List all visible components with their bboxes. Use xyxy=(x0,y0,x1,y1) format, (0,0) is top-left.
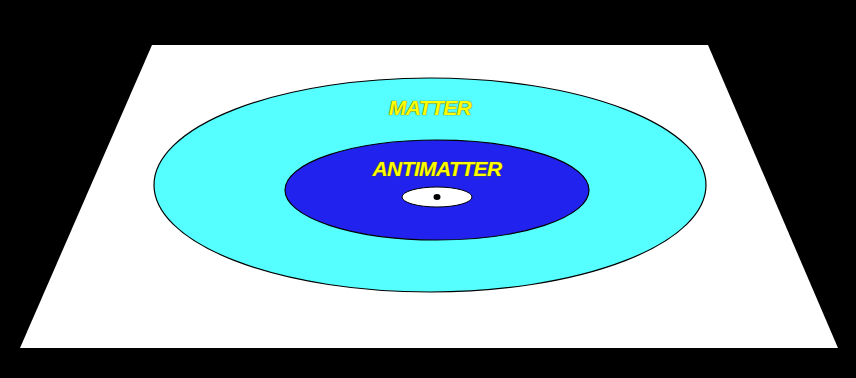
matter-region: MATTER ANTIMATTER xyxy=(153,77,707,293)
white-plane xyxy=(20,45,838,348)
region-label: MATTER xyxy=(153,96,707,119)
antimatter-region: ANTIMATTER xyxy=(284,139,590,241)
region-label: ANTIMATTER xyxy=(284,157,590,180)
central-dot xyxy=(434,194,441,200)
ellipse-outline xyxy=(284,139,590,241)
ellipse-shape xyxy=(285,140,589,240)
central-hole xyxy=(402,187,472,207)
ellipse-shape xyxy=(154,78,706,292)
